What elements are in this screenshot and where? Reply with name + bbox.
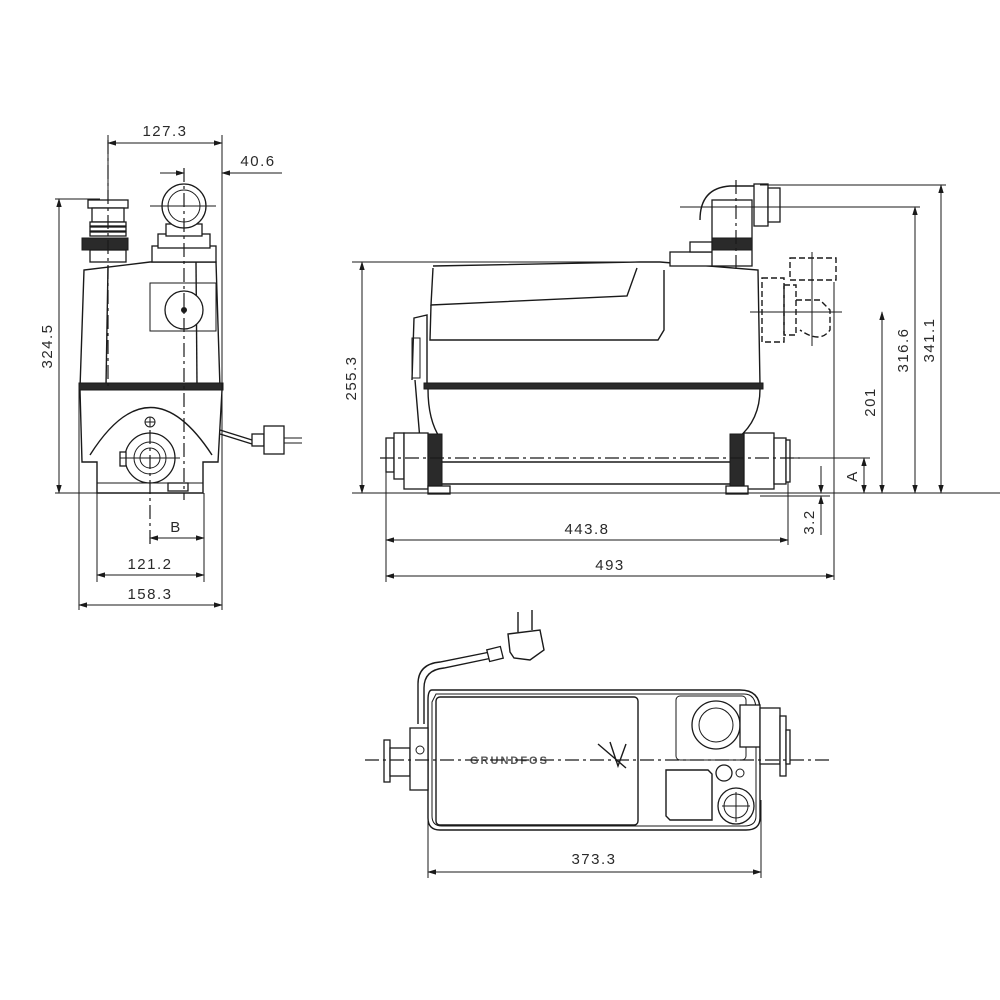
top-view: GRUNDFOS 373.3 bbox=[365, 610, 830, 878]
dim-top-width: 127.3 bbox=[142, 123, 187, 140]
dim-total-height: 341.1 bbox=[921, 317, 938, 362]
dim-inlet-span: 443.8 bbox=[564, 521, 609, 538]
side-view: 127.3 40.6 324.5 B 121.2 158.3 bbox=[39, 123, 302, 610]
dim-side-inlet-height: 201 bbox=[862, 387, 879, 417]
dim-pipe-offset: 40.6 bbox=[240, 153, 275, 170]
dim-outlet-height: 316.6 bbox=[895, 327, 912, 372]
dim-total-length: 493 bbox=[595, 557, 625, 574]
dim-a-label: A bbox=[844, 470, 861, 482]
brand-label: GRUNDFOS bbox=[470, 755, 549, 767]
dim-body-height: 255.3 bbox=[343, 355, 360, 400]
dim-height: 324.5 bbox=[39, 323, 56, 368]
dim-total-width: 158.3 bbox=[127, 586, 172, 603]
dim-body-length: 373.3 bbox=[571, 851, 616, 868]
dim-base-width: 121.2 bbox=[127, 556, 172, 573]
dim-b-label: B bbox=[170, 519, 182, 536]
dim-foot-height: 3.2 bbox=[801, 509, 818, 534]
front-view: 255.3 341.1 316.6 201 A 3.2 443.8 493 bbox=[343, 180, 1000, 582]
